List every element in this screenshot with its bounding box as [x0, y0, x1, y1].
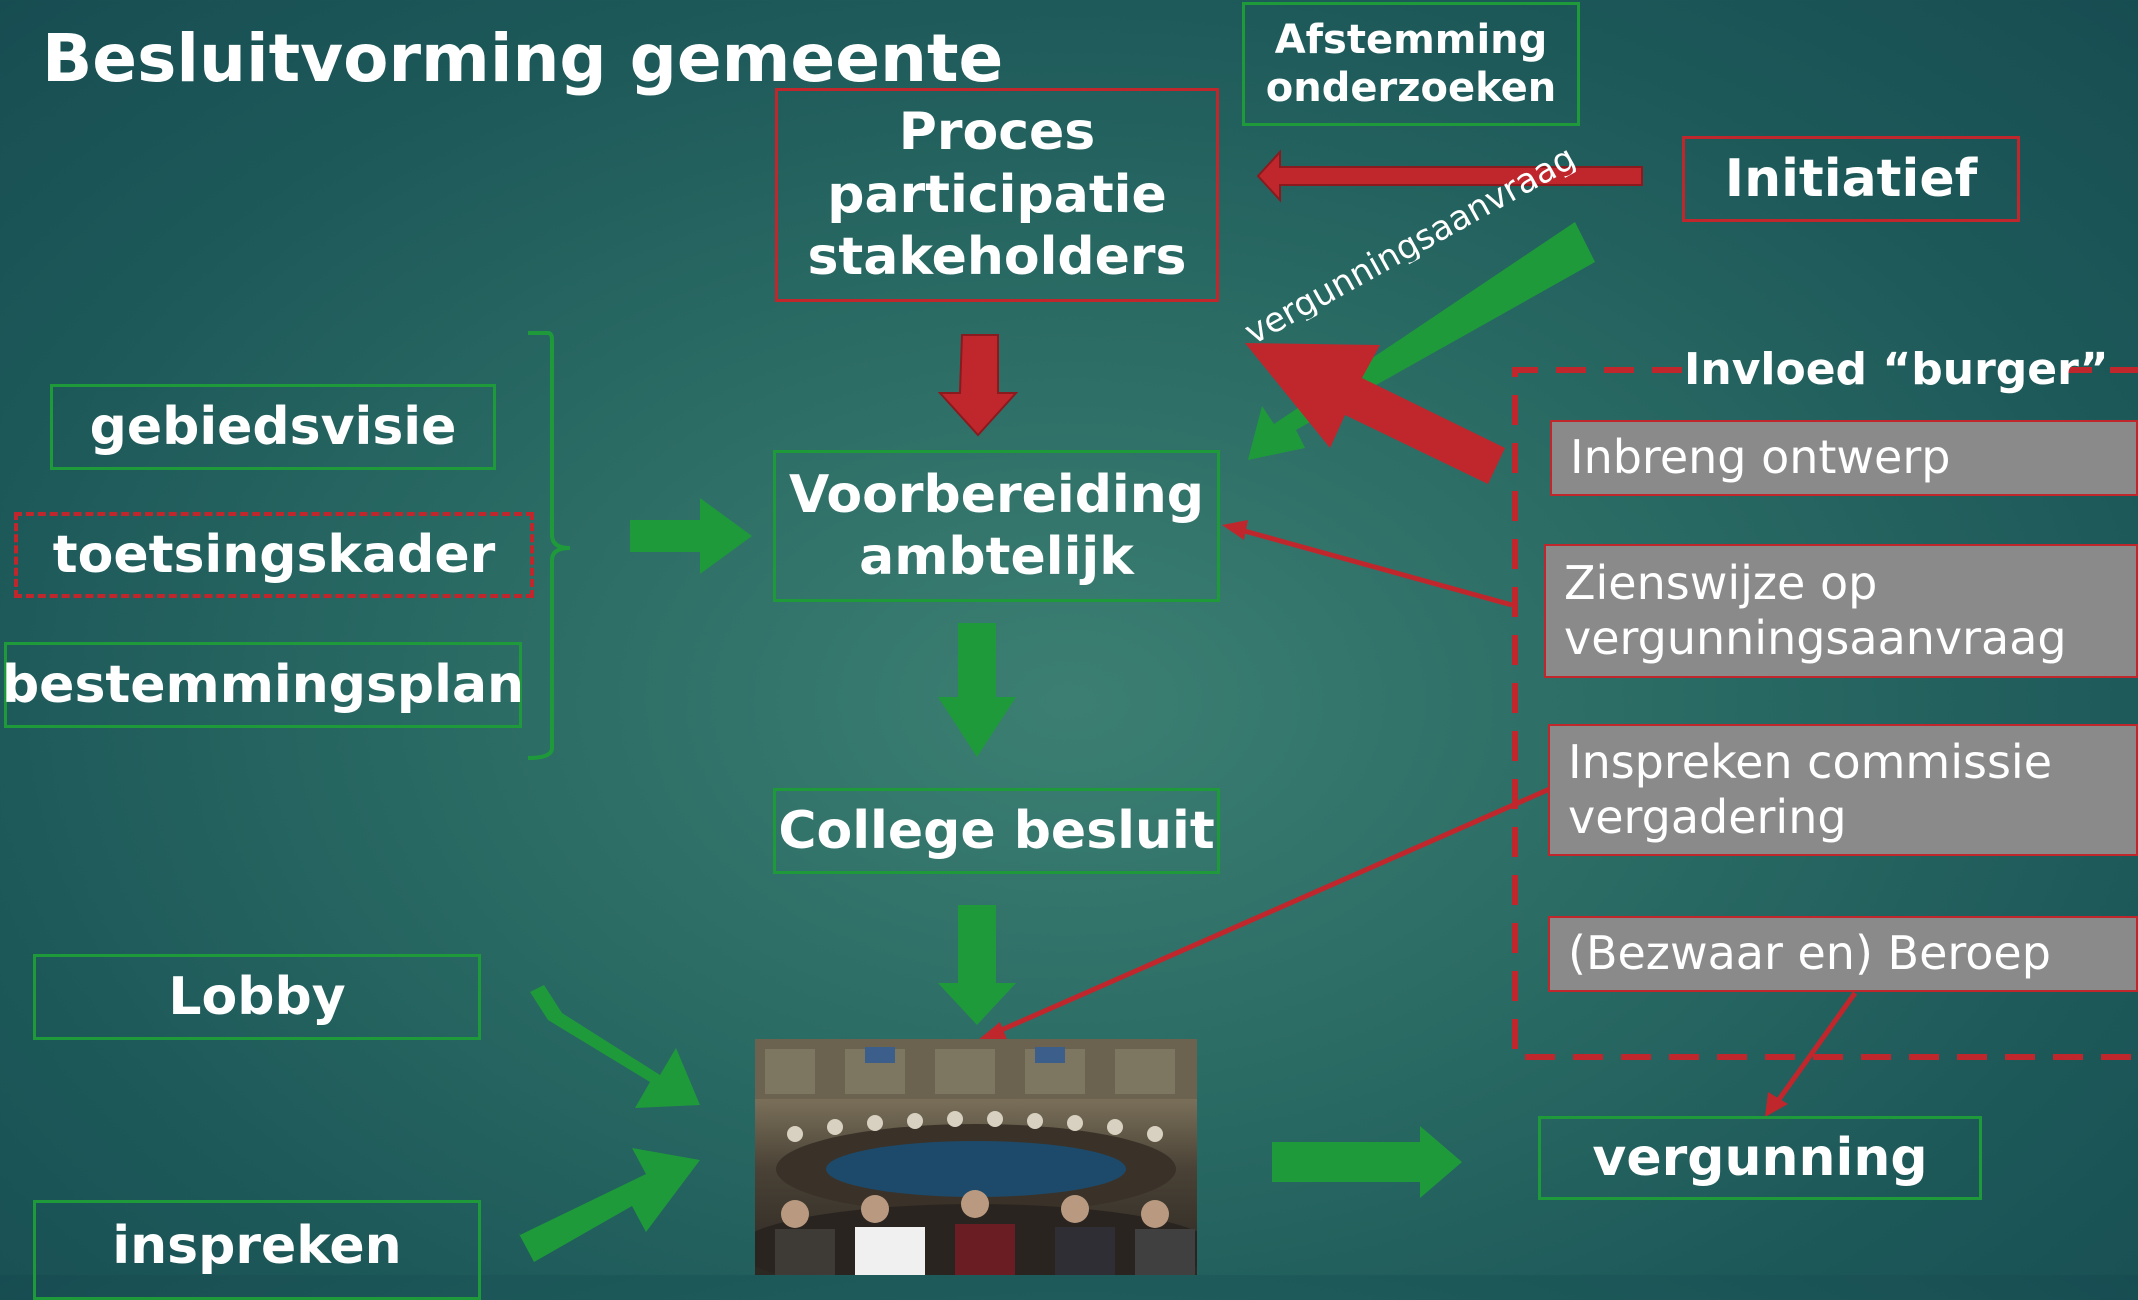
arrow-invloed-to-proces	[1245, 343, 1505, 484]
line-zienswijze-to-voorbereiding	[1229, 524, 1513, 608]
bestemmingsplan-box: bestemmingsplan	[1, 642, 525, 728]
influence-item: Inspreken commissie vergadering	[1548, 724, 2138, 856]
voorbereiding-box: Voorbereiding ambtelijk	[773, 450, 1220, 602]
influence-item: Inbreng ontwerp	[1550, 420, 2138, 496]
arrow-bracket-to-voorbereiding	[630, 498, 752, 574]
college-label: College besluit	[778, 800, 1215, 861]
arrow-inspreken-to-raad	[518, 1148, 700, 1262]
influence-item: (Bezwaar en) Beroep	[1548, 916, 2138, 992]
page-title: Besluitvorming gemeente	[42, 20, 1004, 97]
vergunning-box: vergunning	[1538, 1116, 1982, 1200]
influence-item-label: Zienswijze op vergunningsaanvraag	[1564, 555, 2067, 665]
afstemming-box: Afstemming onderzoeken	[1242, 2, 1580, 126]
arrow-college-to-raad	[938, 905, 1016, 1025]
influence-frame	[1512, 367, 2138, 1060]
influence-item-label: Inspreken commissie vergadering	[1568, 734, 2053, 844]
arrow-proces-to-voorbereiding	[937, 334, 1019, 437]
college-box: College besluit	[773, 788, 1220, 874]
toetsingskader-box: toetsingskader	[14, 512, 534, 598]
line-inspreken-to-raad	[988, 785, 1554, 1038]
afstemming-label: Afstemming onderzoeken	[1265, 17, 1557, 111]
gebiedsvisie-label: gebiedsvisie	[89, 396, 457, 457]
influence-title: Invloed “burger”	[1684, 344, 2109, 395]
toetsingskader-label: toetsingskader	[52, 524, 496, 585]
arrow-voorbereiding-to-college	[938, 623, 1016, 757]
proces-label: Proces participatie stakeholders	[807, 102, 1187, 288]
vergunning-label: vergunning	[1592, 1127, 1928, 1188]
council-meeting-photo	[755, 1039, 1197, 1275]
influence-item: Zienswijze op vergunningsaanvraag	[1544, 544, 2138, 678]
initiatief-label: Initiatief	[1724, 148, 1978, 209]
bestemmingsplan-label: bestemmingsplan	[1, 654, 525, 715]
lobby-label: Lobby	[168, 966, 346, 1027]
voorbereiding-label: Voorbereiding ambtelijk	[788, 464, 1204, 587]
influence-item-label: (Bezwaar en) Beroep	[1568, 926, 2051, 981]
lobby-box: Lobby	[33, 954, 481, 1040]
influence-item-label: Inbreng ontwerp	[1570, 430, 1951, 485]
line-beroep-to-vergunning	[1772, 991, 1858, 1107]
inspreken-box: inspreken	[33, 1200, 481, 1300]
inspreken-label: inspreken	[112, 1216, 402, 1276]
arrow-raad-to-vergunning	[1272, 1126, 1462, 1198]
initiatief-box: Initiatief	[1682, 136, 2020, 222]
arrow-lobby-to-raad	[530, 985, 700, 1108]
bracket	[527, 331, 571, 760]
arrow-initiatief-to-proces	[1256, 149, 1643, 203]
proces-box: Proces participatie stakeholders	[775, 88, 1219, 302]
gebiedsvisie-box: gebiedsvisie	[50, 384, 496, 470]
